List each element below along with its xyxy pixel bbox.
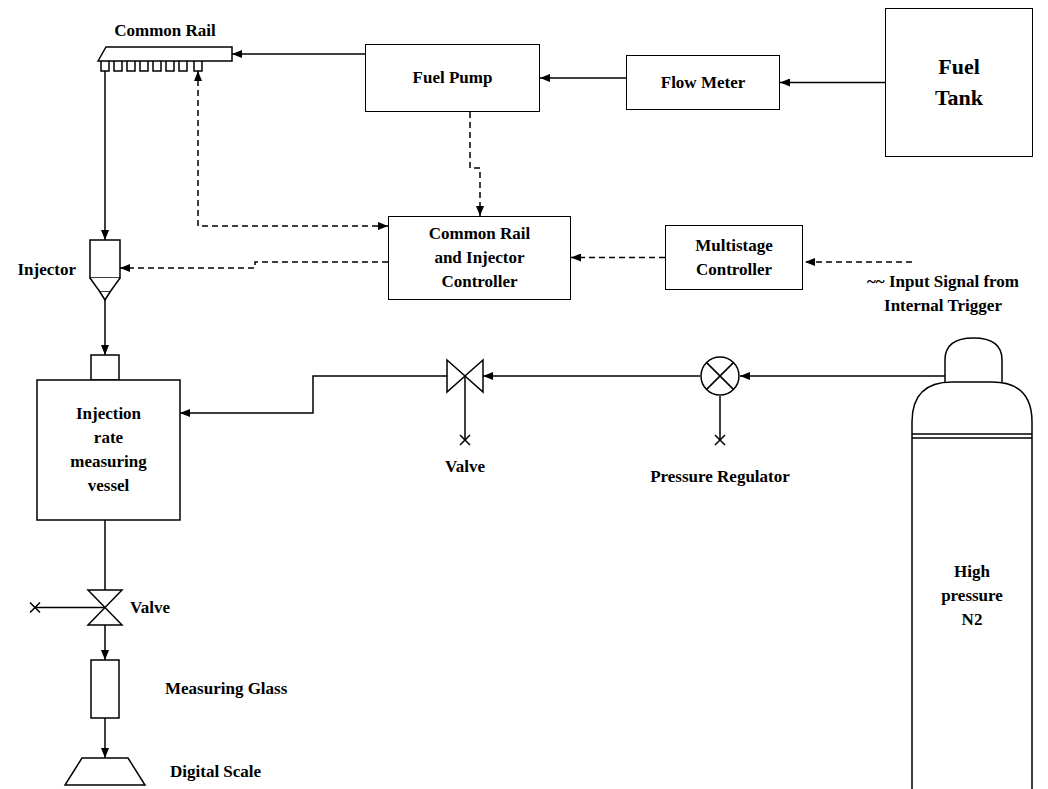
controller-box: Common Rail and Injector Controller [388, 216, 571, 300]
shape-outline [715, 435, 725, 445]
shape-outline [90, 240, 120, 278]
fuel-line [104, 71, 106, 240]
pressure-regulator-outline [700, 356, 740, 396]
part-label: Digital Scale [170, 760, 261, 784]
connector-group [105, 54, 945, 758]
fuel-line [104, 718, 106, 758]
valve-symbol: Valve [88, 590, 122, 625]
process-box: Fuel Pump [365, 44, 540, 112]
part-label: Valve [445, 455, 485, 479]
shape-outline [91, 355, 119, 380]
shape-outline [88, 590, 122, 625]
fuel-line [104, 625, 106, 660]
part-label: Measuring Glass [165, 677, 287, 701]
fuel-line [540, 77, 626, 79]
digital-scale-outline [65, 758, 145, 785]
shape-outline [127, 61, 135, 71]
valve-symbol-outline [447, 360, 483, 392]
shape-outline [100, 292, 110, 300]
shape-outline [35, 607, 105, 609]
digital-scale: Digital Scale [65, 758, 145, 785]
tank-box: Fuel Tank [885, 8, 1033, 157]
valve-symbol: Valve [447, 360, 483, 392]
shape-outline [37, 380, 180, 520]
shape-outline [464, 376, 466, 440]
shape-outline [90, 278, 120, 292]
box-label: Multistage Controller [679, 234, 789, 282]
box-label: Injection rate measuring vessel [61, 402, 157, 497]
shape-outline [179, 61, 187, 71]
measuring-glass-outline [91, 660, 119, 718]
process-box: Flow Meter [626, 55, 780, 110]
signal-connector [120, 262, 388, 268]
shape-outline [719, 396, 721, 440]
shape-outline [945, 338, 1002, 382]
shape-outline [194, 61, 202, 71]
controller-box: Multistage Controller [665, 225, 803, 290]
common-rail: Common Rail [98, 45, 232, 71]
fuel-line [780, 82, 885, 84]
shape-outline [30, 603, 40, 613]
part-label: Common Rail [114, 19, 216, 43]
signal-line [805, 261, 912, 263]
fuel-line [104, 300, 106, 355]
shape-outline [447, 360, 483, 392]
fuel-line [483, 375, 700, 377]
shape-outline [153, 61, 161, 71]
signal-label: ~~ Input Signal from Internal Trigger [838, 270, 1048, 318]
shape-outline [460, 435, 470, 445]
shape-outline [912, 382, 1032, 789]
box-label: Fuel Tank [929, 52, 989, 114]
box-label: Flow Meter [661, 71, 745, 95]
injector-symbol-outline [90, 240, 120, 300]
common-rail-outline [98, 45, 232, 71]
signal-connector [571, 257, 665, 259]
fuel-line [180, 376, 447, 413]
shape-outline [701, 357, 739, 395]
shape-outline [140, 61, 148, 71]
shape-outline [707, 363, 734, 390]
shape-outline [65, 758, 145, 785]
valve-symbol-outline [88, 590, 122, 625]
box-label: Common Rail and Injector Controller [421, 222, 539, 293]
box-label: Fuel Pump [413, 66, 493, 90]
shape-outline [101, 61, 109, 71]
shape-outline [912, 434, 1032, 438]
shape-outline [166, 61, 174, 71]
pressure-regulator: Pressure Regulator [700, 356, 740, 396]
box-label: High pressure N2 [935, 560, 1010, 631]
shape-outline [98, 47, 232, 61]
part-label: Valve [130, 596, 170, 620]
shape-outline [91, 660, 119, 718]
measuring-vessel: Injection rate measuring vessel [37, 355, 180, 520]
fuel-line [104, 520, 106, 590]
gas-cylinder: High pressure N2 [912, 338, 1032, 789]
measuring-glass: Measuring Glass [91, 660, 119, 718]
part-label: Pressure Regulator [650, 465, 790, 489]
fuel-line [232, 53, 365, 55]
fuel-line [740, 375, 945, 377]
signal-connector [198, 71, 388, 226]
shape-outline [114, 61, 122, 71]
part-label: Injector [17, 258, 76, 282]
signal-connector [470, 112, 480, 216]
injector-symbol: Injector [90, 240, 120, 300]
